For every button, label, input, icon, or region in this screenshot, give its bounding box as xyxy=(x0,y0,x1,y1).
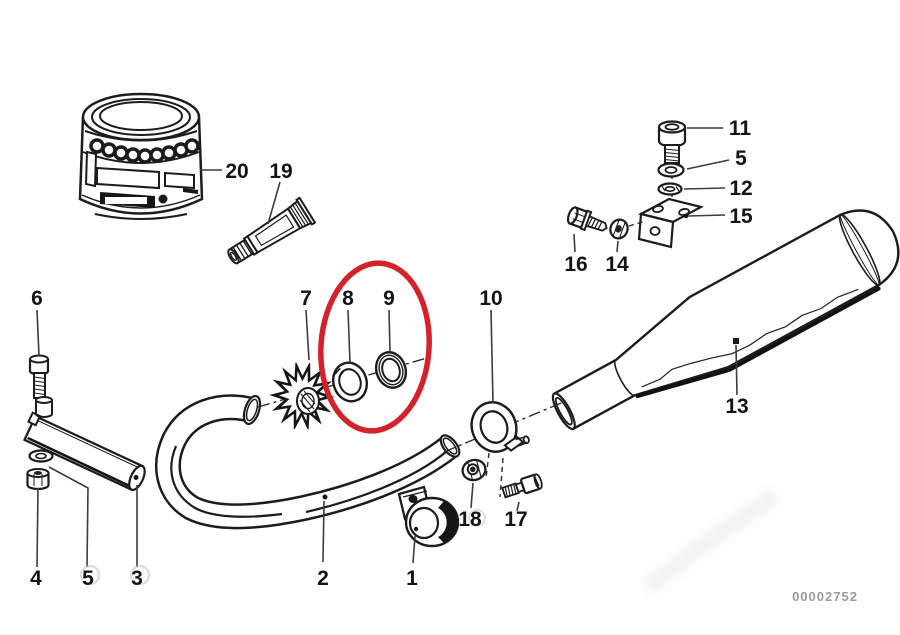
part-label-6: 6 xyxy=(31,287,43,310)
part-9-gasket-ring xyxy=(374,351,408,389)
part-label-5b: 5 xyxy=(82,567,94,590)
part-4-nut xyxy=(26,468,50,491)
watermark-ring xyxy=(468,509,486,527)
part-label-18: 18 xyxy=(458,508,482,531)
part-1-pipe-clamp xyxy=(397,485,460,548)
part-14-nut xyxy=(609,218,629,240)
part-label-17: 17 xyxy=(504,508,527,531)
leader-line-13 xyxy=(735,344,738,396)
leader-dot-2 xyxy=(322,494,328,500)
part-5-washer-left xyxy=(28,449,54,463)
part-12-washer xyxy=(657,182,683,196)
leader-line-1 xyxy=(412,535,416,564)
leader-dot-13 xyxy=(733,338,739,344)
pipe-flange-end xyxy=(242,394,262,426)
watermark-ring xyxy=(129,564,151,586)
part-3-cross-tube xyxy=(22,411,146,492)
clamp-to-bolt-axis xyxy=(499,457,504,498)
part-label-9: 9 xyxy=(383,287,395,310)
part-label-1: 1 xyxy=(406,567,418,590)
part-label-8: 8 xyxy=(342,287,354,310)
part-label-13: 13 xyxy=(725,395,748,418)
part-label-3: 3 xyxy=(131,567,143,590)
leader-line-5a xyxy=(686,159,730,170)
part-10-clamp xyxy=(470,401,530,453)
part-label-12: 12 xyxy=(729,177,752,200)
cross-tube-boss xyxy=(35,396,53,418)
centerline-clamp xyxy=(443,400,567,453)
part-6-bolt xyxy=(28,354,50,399)
watermark-ring xyxy=(79,564,101,586)
part-16-bolt xyxy=(566,206,608,232)
part-2-header-pipe xyxy=(155,394,461,530)
watermark-smudge xyxy=(642,489,780,595)
leader-line-10 xyxy=(490,309,494,404)
part-label-16: 16 xyxy=(564,253,587,276)
leader-line-6 xyxy=(36,309,40,357)
clamp-to-nut-axis xyxy=(485,452,490,479)
part-label-11: 11 xyxy=(729,117,752,140)
leader-line-2 xyxy=(322,500,325,563)
part-8-gasket-ring xyxy=(331,361,369,403)
highlight-ellipse xyxy=(318,260,432,434)
part-label-7: 7 xyxy=(300,287,312,310)
muffler-weld-line xyxy=(641,288,859,388)
leader-line-7 xyxy=(305,309,310,361)
finned-nut-hub xyxy=(296,387,320,415)
pipe-open-end xyxy=(439,434,461,458)
part-label-20: 20 xyxy=(225,160,248,183)
part-15-bracket xyxy=(637,197,705,249)
leader-line-19 xyxy=(267,181,281,225)
part-label-5a: 5 xyxy=(735,147,747,170)
leader-line-9 xyxy=(388,309,391,353)
leader-line-8 xyxy=(347,309,351,364)
leader-line-15 xyxy=(687,214,726,217)
part-label-10: 10 xyxy=(479,287,502,310)
can-hole-band xyxy=(89,138,200,164)
can-label xyxy=(96,166,160,190)
tube-crimp-end xyxy=(295,196,317,226)
can-body xyxy=(78,116,204,215)
clamp-screw xyxy=(522,435,530,445)
muffler-bottom-seam xyxy=(635,286,881,399)
pipe-shade-line xyxy=(170,445,283,518)
muffler-body xyxy=(552,209,900,431)
leader-line-18 xyxy=(470,482,474,509)
leader-line-14 xyxy=(616,240,619,253)
muffler-inlet xyxy=(551,392,576,431)
leader-line-17 xyxy=(516,501,520,512)
part-18-nut xyxy=(461,458,487,482)
part-20-can xyxy=(78,92,204,220)
part-label-19: 19 xyxy=(269,160,292,183)
part-11-bolt xyxy=(657,120,687,164)
clamp-lug xyxy=(503,435,525,452)
part-13-muffler xyxy=(551,209,900,431)
nut-to-bracket-axis xyxy=(628,220,647,227)
part-5-washer-top xyxy=(657,162,685,178)
leader-line-4 xyxy=(36,487,39,568)
leader-line-5b xyxy=(48,466,89,568)
watermark-number: 00002752 xyxy=(792,589,858,604)
leader-line-12 xyxy=(683,187,726,190)
part-17-bolt xyxy=(501,473,543,499)
part-19-sealant-tube xyxy=(227,196,317,265)
part-label-2: 2 xyxy=(317,567,329,590)
part-label-4: 4 xyxy=(30,567,42,590)
part-7-finned-nut xyxy=(269,362,335,430)
part-label-15: 15 xyxy=(729,205,753,228)
leader-line-16 xyxy=(573,233,576,253)
part-label-14: 14 xyxy=(605,253,629,276)
